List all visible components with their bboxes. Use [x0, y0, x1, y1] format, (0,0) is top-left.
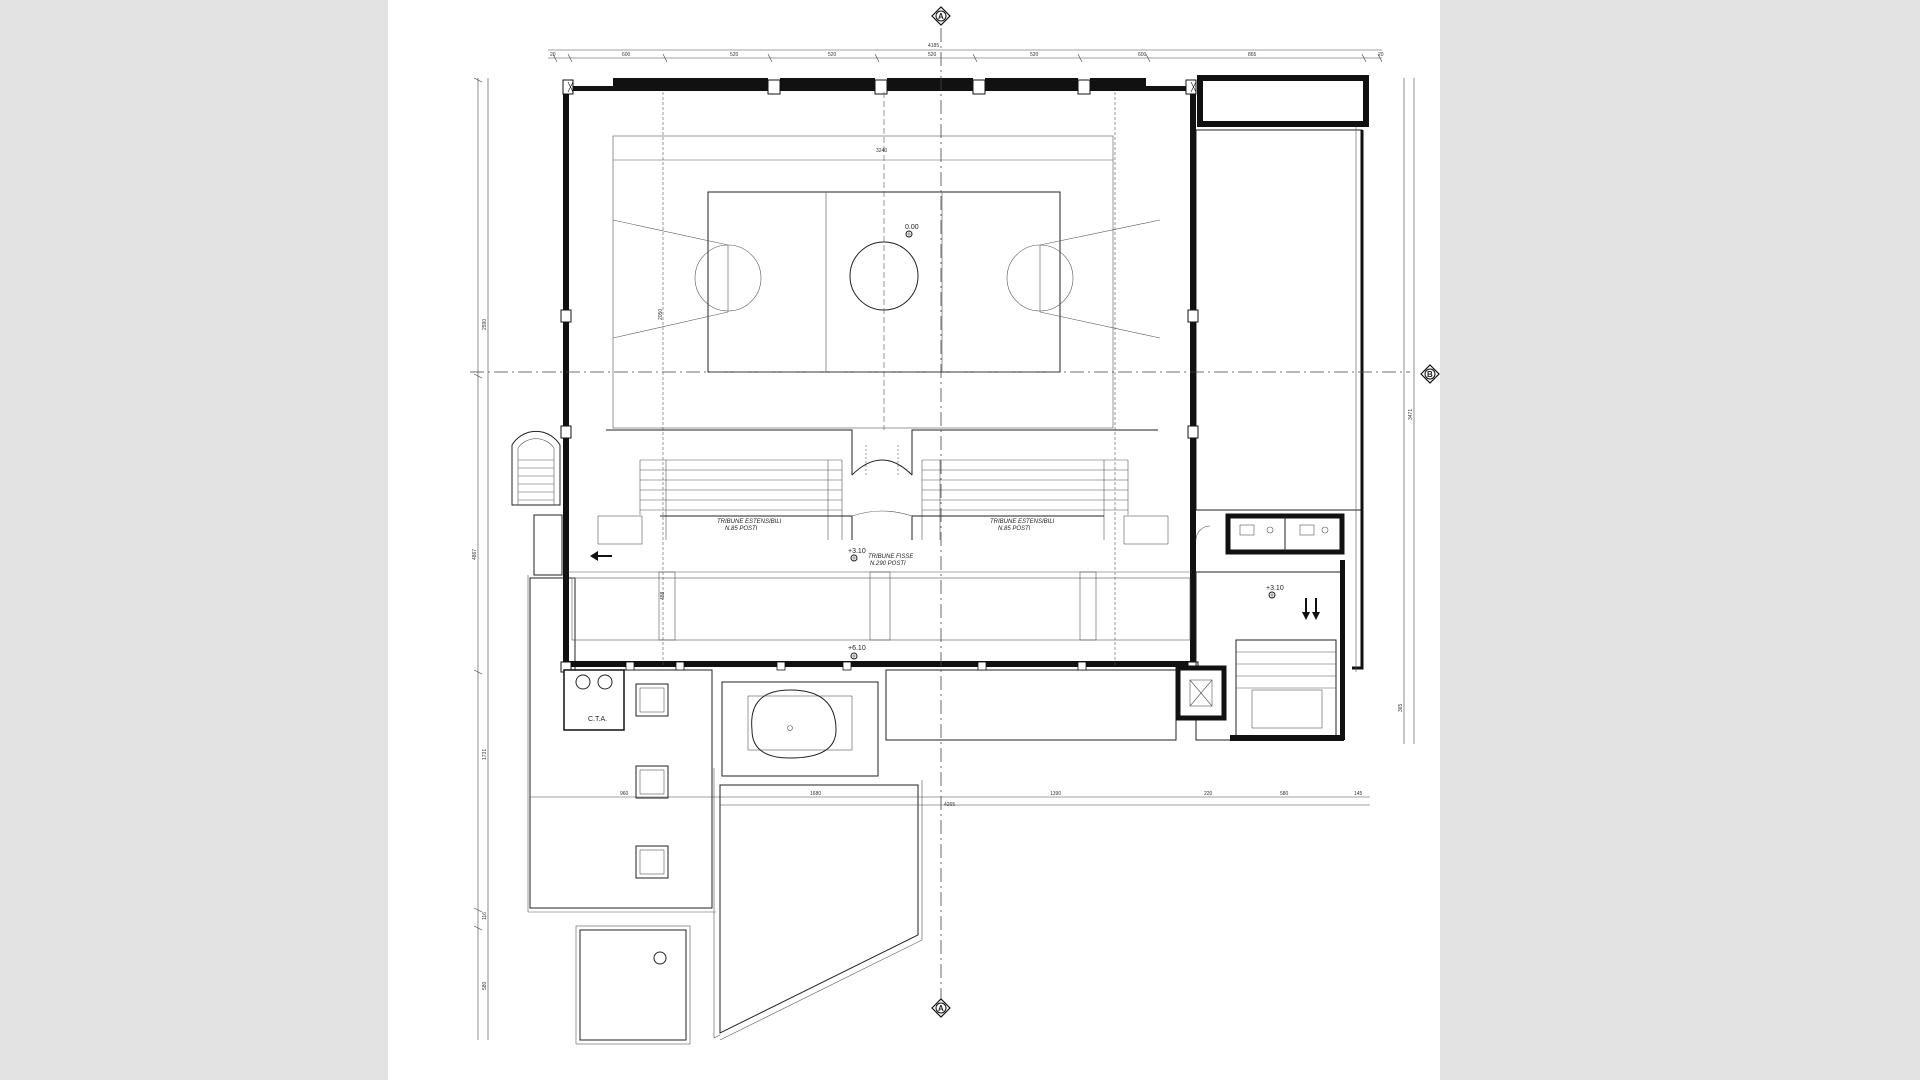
svg-text:20: 20: [1378, 52, 1384, 58]
svg-text:20: 20: [550, 52, 556, 58]
svg-text:116: 116: [482, 912, 488, 920]
left-upper-dim: 2590: [482, 319, 488, 330]
elevation-marker-icon: [1268, 591, 1276, 599]
section-marker-icon: B: [1420, 364, 1440, 384]
left-entrance: [511, 430, 612, 576]
elevation-marker-icon: [850, 652, 858, 660]
drain-marker: [653, 951, 667, 965]
lower-elevation: +6.10: [848, 645, 866, 652]
svg-text:220: 220: [1204, 791, 1213, 797]
arrow-left-icon: [590, 551, 612, 561]
section-marker-top: A: [938, 12, 944, 21]
svg-text:520: 520: [828, 52, 837, 58]
cta-label: C.T.A.: [588, 716, 607, 723]
svg-text:600: 600: [1138, 52, 1147, 58]
tribune-fixed-seats: N.290 POSTI: [870, 561, 906, 567]
fixed-tribunes: TRIBUNE FISSE N.290 POSTI +3.10 +6.10 48…: [568, 548, 1192, 660]
left-middle-dim: 4867: [472, 549, 478, 560]
section-marker-right: B: [1427, 370, 1433, 379]
section-marker-icon: A: [931, 998, 951, 1018]
court-width-dim: 2050: [658, 309, 664, 320]
svg-text:520: 520: [1030, 52, 1039, 58]
svg-text:1390: 1390: [1050, 791, 1061, 797]
tribune-right-label: TRIBUNE ESTENSIBILI: [990, 519, 1055, 525]
right-elevation: +3.10: [1266, 585, 1284, 592]
section-lines: A A B: [470, 6, 1440, 1018]
central-terrace: [719, 784, 919, 1034]
section-marker-bottom: A: [938, 1004, 944, 1013]
court-length-dim: 3240: [876, 148, 887, 154]
svg-text:520: 520: [730, 52, 739, 58]
extendable-tribunes: TRIBUNE ESTENSIBILI N.85 POSTI TRIBUNE E…: [597, 429, 1169, 545]
svg-text:580: 580: [482, 981, 488, 990]
tribune-left-label: TRIBUNE ESTENSIBILI: [717, 519, 782, 525]
upper-elevation: +3.10: [848, 548, 866, 555]
right-upper-dim: 3471: [1408, 409, 1414, 420]
svg-text:4265: 4265: [944, 802, 955, 808]
svg-text:865: 865: [1248, 52, 1257, 58]
outlines: [527, 78, 1364, 1045]
svg-text:960: 960: [620, 791, 629, 797]
service-block: +3.10: [1175, 513, 1345, 741]
dimension-lines: 4185 20 600 520 520 520 520 600 865 20 2…: [472, 43, 1415, 1040]
bottom-terrace: [579, 929, 687, 1041]
stair-width-dim: 488: [660, 591, 666, 600]
svg-text:1680: 1680: [810, 791, 821, 797]
basketball-court: 3240 2050 0.00: [612, 92, 1161, 665]
svg-text:600: 600: [622, 52, 631, 58]
lower-equipment: C.T.A.: [563, 669, 879, 879]
top-total-dim: 4185: [928, 43, 939, 49]
tribune-fixed-label: TRIBUNE FISSE: [868, 554, 914, 560]
svg-text:520: 520: [928, 52, 937, 58]
tribune-left-seats: N.85 POSTI: [725, 526, 758, 532]
court-elevation: 0.00: [905, 224, 919, 231]
left-lower-dim: 1731: [482, 749, 488, 760]
hall-walls: [560, 75, 1369, 673]
right-lower-dim: 365: [1398, 703, 1404, 712]
elevation-marker-icon: [850, 554, 858, 562]
svg-text:580: 580: [1280, 791, 1289, 797]
arrow-down-icon: [1302, 598, 1320, 620]
elevation-marker-icon: [905, 230, 913, 238]
section-marker-icon: A: [931, 6, 951, 26]
tribune-right-seats: N.85 POSTI: [998, 526, 1031, 532]
svg-text:145: 145: [1354, 791, 1363, 797]
